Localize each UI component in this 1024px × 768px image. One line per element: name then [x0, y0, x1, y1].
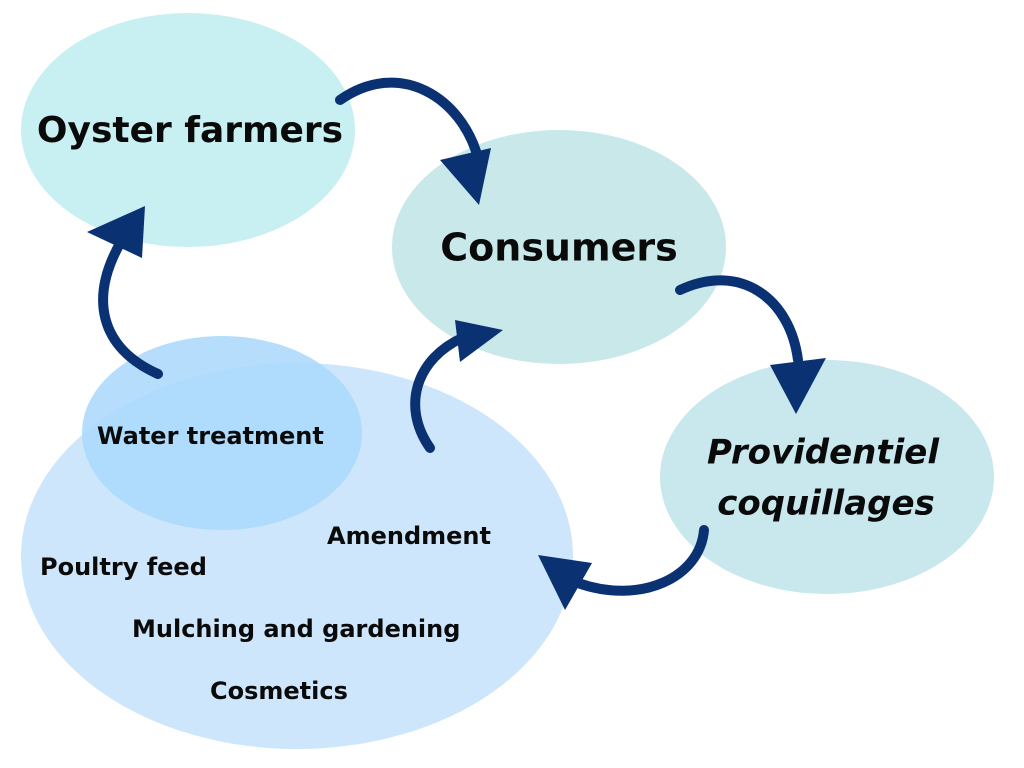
arrowhead	[440, 148, 491, 205]
poultry-feed-label: Poultry feed	[40, 553, 207, 581]
arrow-consumers-to-providentiel	[675, 275, 826, 414]
arrow-shaft	[573, 525, 709, 596]
providentiel-label-line2: coquillages	[717, 484, 935, 524]
oyster-farmers-label: Oyster farmers	[37, 110, 343, 151]
mulching-label: Mulching and gardening	[132, 615, 460, 643]
arrowhead	[538, 555, 592, 610]
water-treatment-label: Water treatment	[97, 422, 324, 450]
providentiel-ellipse	[660, 360, 994, 594]
arrow-shaft	[410, 333, 467, 453]
consumers-label: Consumers	[440, 226, 677, 270]
arrow-shaft	[675, 275, 803, 365]
oyster-farmers-ellipse	[21, 13, 355, 247]
amendment-label: Amendment	[327, 522, 491, 550]
arrow-providentiel-to-uses	[538, 525, 709, 610]
providentiel-label-line1: Providentiel	[707, 433, 940, 473]
arrow-shaft	[335, 77, 483, 163]
arrow-shaft	[98, 235, 163, 379]
arrow-uses-to-consumers	[410, 320, 503, 453]
arrowhead	[455, 320, 503, 362]
water-treatment-ellipse	[82, 336, 362, 530]
cosmetics-label: Cosmetics	[210, 677, 348, 705]
arrowhead	[87, 206, 145, 258]
arrowhead	[770, 358, 826, 414]
arrow-oyster-to-consumers	[335, 77, 491, 205]
arrow-uses-to-oyster-farmers	[87, 206, 163, 379]
